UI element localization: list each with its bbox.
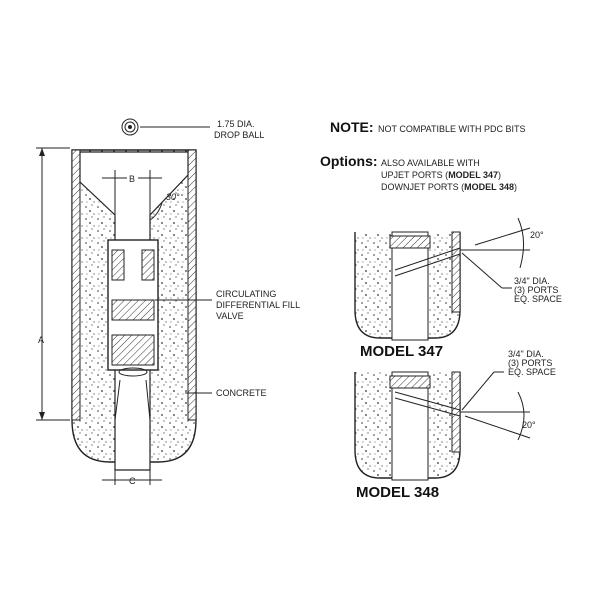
model-348-port-3: EQ. SPACE [508,367,556,377]
note-text: NOT COMPATIBLE WITH PDC BITS [378,124,526,134]
model-347-port-1: 3/4" DIA. [514,276,550,286]
dimension-b [102,170,162,215]
model-347-port-3: EQ. SPACE [514,294,562,304]
model-348-port-1: 3/4" DIA. [508,349,544,359]
options-line-1: ALSO AVAILABLE WITH [381,158,480,168]
dimension-a [36,147,70,421]
model-348-title: MODEL 348 [356,484,439,501]
options-line-2: UPJET PORTS (MODEL 347) [381,170,501,180]
dimension-b-label: B [129,174,135,184]
drop-ball-label-1: 1.75 DIA. [217,119,255,129]
drop-ball-label-2: DROP BALL [214,130,264,140]
dimension-c-label: C [129,476,136,486]
model-348-angle: 20° [522,420,536,430]
model-347-port-2: (3) PORTS [514,285,558,295]
model-347-title: MODEL 347 [360,343,443,360]
options-label: Options: [320,153,378,169]
valve-label-2: DIFFERENTIAL FILL [216,300,300,310]
dimension-c [102,465,162,485]
drop-ball-icon [121,118,139,136]
model-348-drawing [354,371,531,481]
angle-30-arc [149,202,163,221]
model-348-port-2: (3) PORTS [508,358,552,368]
dimension-a-label: A [38,335,44,345]
model-347-angle: 20° [530,230,544,240]
note-label: NOTE: [330,119,374,135]
model-347-drawing [354,217,531,341]
concrete-label: CONCRETE [216,388,267,398]
main-tool-body [71,149,197,471]
valve-label-1: CIRCULATING [216,289,276,299]
valve-label-3: VALVE [216,311,244,321]
options-line-3: DOWNJET PORTS (MODEL 348) [381,182,517,192]
angle-30-label: 30° [166,192,180,202]
